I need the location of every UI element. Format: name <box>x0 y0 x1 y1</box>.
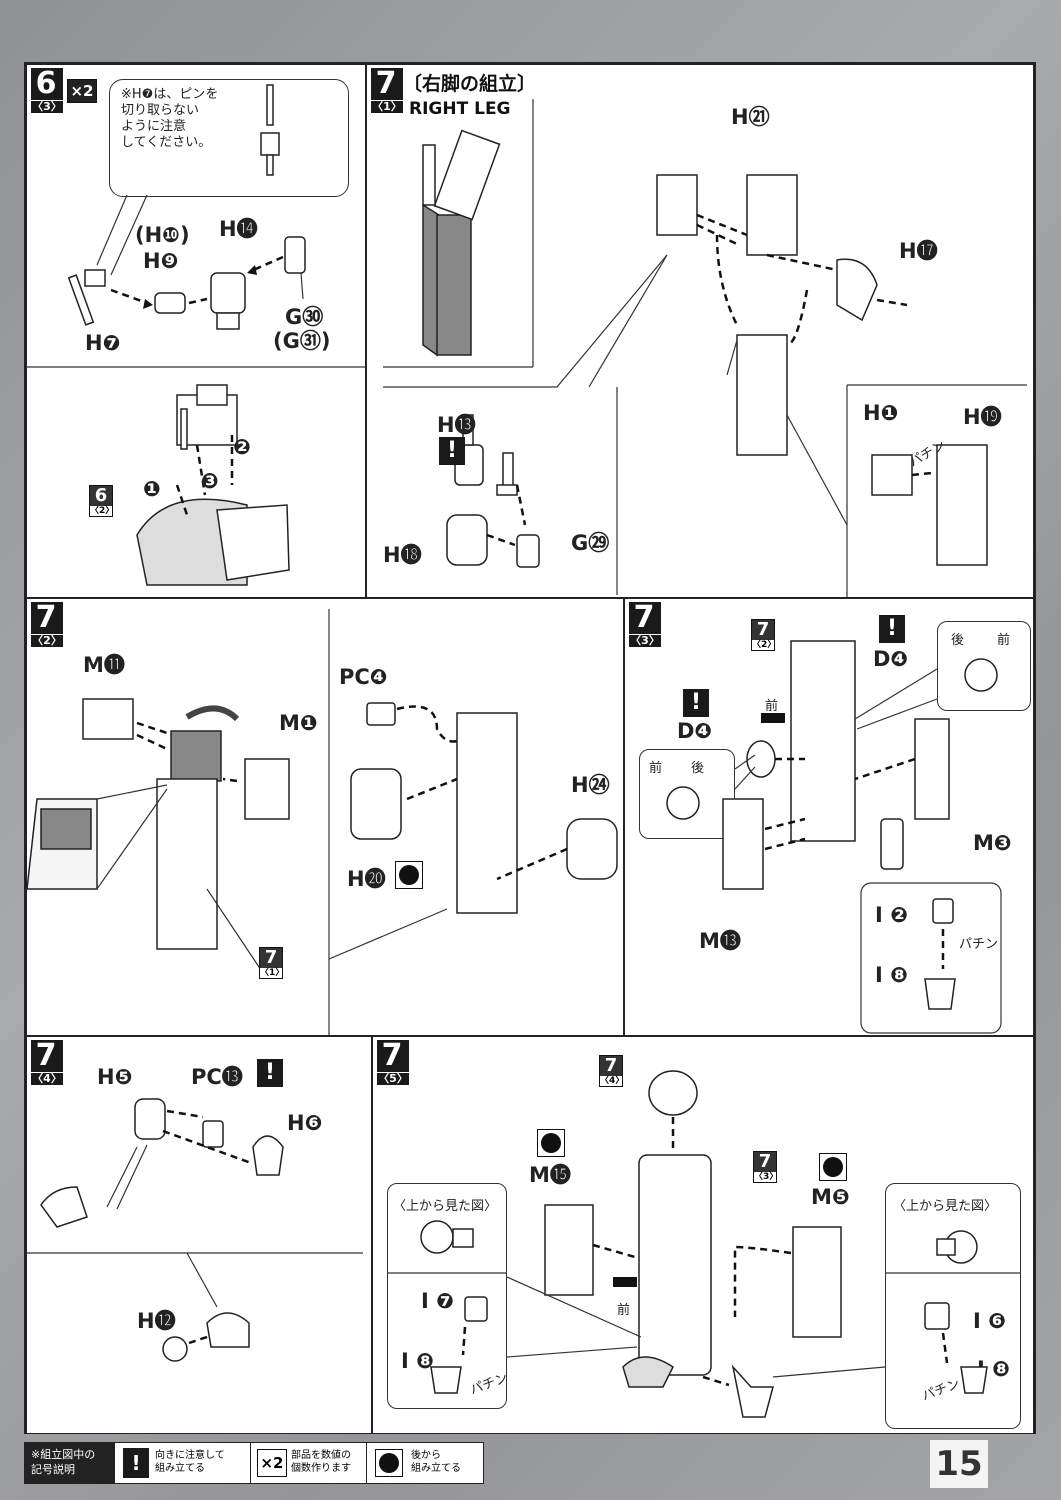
step7-2-diagram <box>27 609 618 1035</box>
caution-note: ※H❼は、ピンを切り取らないように注意してください。 <box>121 87 219 150</box>
legend-title: ※組立図中の記号説明 <box>25 1443 115 1483</box>
label-h21: H㉑ <box>731 105 770 129</box>
label-m15: M⓯ <box>529 1163 571 1187</box>
top-view-label-left: 〈上から見た図〉 <box>393 1199 498 1214</box>
caution-icon: ! <box>879 615 905 643</box>
legend-item-later: 後から組み立てる <box>369 1443 483 1483</box>
step-number: 7 〈2〉 <box>31 600 63 647</box>
back-label: 後 <box>691 761 705 776</box>
step-number: 7 〈4〉 <box>31 1038 63 1085</box>
label-h10: (H❿) <box>135 223 190 247</box>
step-7-3-panel: 7 〈3〉 7〈2〉 ! D❹ ! D❹ 後 前 前 後 前 M❸ M⓭ I ❷… <box>624 598 1034 1036</box>
later-assembly-icon <box>537 1129 565 1157</box>
top-view-inset-right <box>885 1183 1021 1429</box>
step7-4-diagram <box>27 1098 363 1362</box>
label-g29: G㉙ <box>571 531 610 555</box>
label-i7: I ❼ <box>421 1289 454 1313</box>
step-7-1-panel: 7 〈1〉 〔右脚の組立〕 RIGHT LEG <box>366 64 1034 598</box>
label-h14: H⓮ <box>219 217 258 241</box>
label-m3: M❸ <box>973 831 1012 855</box>
later-assembly-icon <box>395 861 423 889</box>
top-view-label-right: 〈上から見た図〉 <box>893 1199 998 1214</box>
label-h1: H❶ <box>863 401 899 425</box>
ref-step-6-2: 6〈2〉 <box>89 485 115 517</box>
label-i6: I ❻ <box>973 1309 1006 1333</box>
label-h20: H⓴ <box>347 867 386 891</box>
label-i8-left: I ❽ <box>401 1349 434 1373</box>
ref-step-7-4: 7〈4〉 <box>599 1055 625 1087</box>
label-h24: H㉔ <box>571 773 610 797</box>
back-label: 後 <box>951 633 965 648</box>
step7-5-diagram <box>387 1070 1021 1418</box>
later-assembly-icon <box>819 1153 847 1181</box>
label-h6: H❻ <box>287 1111 323 1135</box>
label-h5: H❺ <box>97 1065 133 1089</box>
label-h19: H⓳ <box>963 405 1002 429</box>
label-h9: H❾ <box>143 249 179 273</box>
bubble-tail <box>27 194 365 368</box>
step7-1-diagram <box>383 99 1027 597</box>
label-h18: H⓲ <box>383 543 422 567</box>
label-i8: I ❽ <box>875 963 908 987</box>
step-number: 7 〈3〉 <box>629 600 661 647</box>
multiplier-badge: ×2 <box>67 79 97 103</box>
symbol-legend: ※組立図中の記号説明 ! 向きに注意して組み立てる ×2 部品を数値の個数作りま… <box>24 1442 484 1484</box>
caution-icon: ! <box>683 689 709 717</box>
legend-item-multiply: ×2 部品を数値の個数作ります <box>253 1443 367 1483</box>
label-m13: M⓭ <box>699 929 741 953</box>
label-pc4: PC❹ <box>339 665 388 689</box>
front-label: 前 <box>617 1303 631 1318</box>
ref-step-7-2: 7〈2〉 <box>751 619 777 651</box>
section-title: 〔右脚の組立〕 <box>403 73 537 95</box>
label-m1: M❶ <box>279 711 318 735</box>
label-h12: H⓬ <box>137 1309 176 1333</box>
label-pc13: PC⓭ <box>191 1065 243 1089</box>
label-d4-left: D❹ <box>677 719 713 743</box>
caution-icon: ! <box>439 437 465 465</box>
legend-item-caution: ! 向きに注意して組み立てる <box>117 1443 251 1483</box>
snap-label: パチン <box>959 937 999 952</box>
label-g31: (G㉛) <box>273 329 331 353</box>
order-3: ❸ <box>201 469 219 493</box>
ref-step-7-1: 7〈1〉 <box>259 947 285 979</box>
ref-step-7-3: 7〈3〉 <box>753 1151 779 1183</box>
label-d4-top: D❹ <box>873 647 909 671</box>
step-7-4-panel: 7 〈4〉 H❺ PC⓭ ! H❻ H⓬ <box>26 1036 372 1434</box>
step-6-panel: 6 〈3〉 ×2 ※H❼は、ピンを切り取らないように注意してください。 (H❿)… <box>26 64 366 598</box>
step7-3-diagram <box>666 640 1002 1034</box>
label-h17: H⓱ <box>899 239 938 263</box>
label-h7: H❼ <box>85 331 121 355</box>
front-label: 前 <box>649 761 663 776</box>
pin-illustration <box>260 84 280 176</box>
step-number: 7 〈1〉 <box>371 66 403 113</box>
label-i2: I ❷ <box>875 903 908 927</box>
caution-icon: ! <box>257 1059 283 1087</box>
order-1: ❶ <box>143 477 161 501</box>
step6-parts-diagram <box>67 236 306 586</box>
step-7-5-panel: 7 〈5〉 7〈4〉 7〈3〉 M⓯ M❺ 〈上から見た図〉 〈上から見た図〉 … <box>372 1036 1034 1434</box>
label-m11: M⓫ <box>83 653 125 677</box>
page-number: 15 <box>930 1440 988 1488</box>
section-subtitle: RIGHT LEG <box>409 99 511 119</box>
label-m5: M❺ <box>811 1185 850 1209</box>
front-label: 前 <box>765 699 779 714</box>
step-number: 6 〈3〉 <box>31 66 63 113</box>
label-g30: G㉚ <box>285 305 324 329</box>
label-h13: H⓭ <box>437 413 476 437</box>
step-7-2-panel: 7 〈2〉 M⓫ M❶ PC❹ H㉔ H⓴ 7〈1〉 <box>26 598 624 1036</box>
step-number: 7 〈5〉 <box>377 1038 409 1085</box>
front-label: 前 <box>997 633 1011 648</box>
order-2: ❷ <box>233 435 251 459</box>
caution-bubble <box>109 79 349 197</box>
